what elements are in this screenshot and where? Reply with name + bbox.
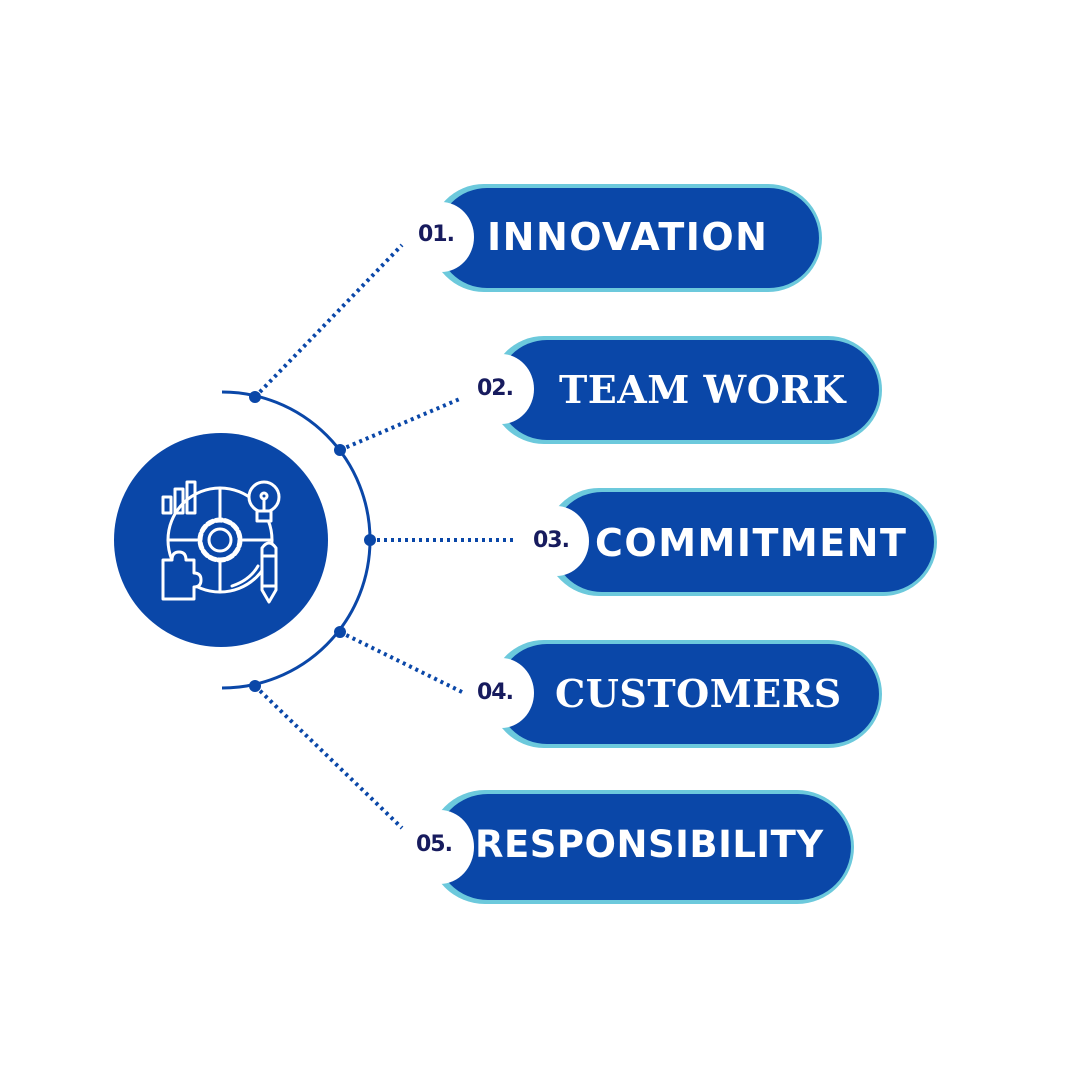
item-number: 01. — [418, 222, 455, 247]
innovation-strategy-icon — [161, 480, 281, 604]
number-circle — [406, 810, 474, 884]
item-number: 03. — [533, 528, 570, 553]
connector-line-5 — [253, 684, 404, 830]
pill-background — [435, 794, 851, 900]
list-item-responsibility: 05. RESPONSIBILITY — [406, 788, 857, 906]
item-label: CUSTOMERS — [555, 671, 842, 716]
connector-line-1 — [253, 243, 404, 399]
pill-background — [497, 644, 879, 744]
item-label: RESPONSIBILITY — [475, 823, 824, 866]
item-label: INNOVATION — [487, 215, 769, 259]
connector-dot-2 — [334, 444, 346, 456]
item-label: COMMITMENT — [595, 521, 908, 565]
list-item-team-work: 02. TEAM WORK — [468, 334, 885, 446]
number-circle — [523, 506, 589, 576]
number-circle — [408, 202, 474, 272]
connector-line-4 — [339, 630, 463, 694]
item-label: TEAM WORK — [559, 367, 846, 412]
list-item-innovation: 01. INNOVATION — [408, 182, 825, 294]
list-item-customers: 04. CUSTOMERS — [468, 638, 885, 750]
connector-dot-5 — [249, 680, 261, 692]
connector-dot-1 — [249, 391, 261, 403]
pill-background — [497, 340, 879, 440]
list-item-commitment: 03. COMMITMENT — [523, 486, 940, 598]
number-circle — [468, 658, 534, 728]
pill-background — [437, 188, 819, 288]
connector-dot-3 — [364, 534, 376, 546]
item-number: 05. — [416, 832, 453, 857]
item-number: 04. — [477, 680, 514, 705]
pill-background — [552, 492, 934, 592]
connector-dot-4 — [334, 626, 346, 638]
item-number: 02. — [477, 376, 514, 401]
number-circle — [468, 354, 534, 424]
connector-line-2 — [339, 396, 463, 452]
